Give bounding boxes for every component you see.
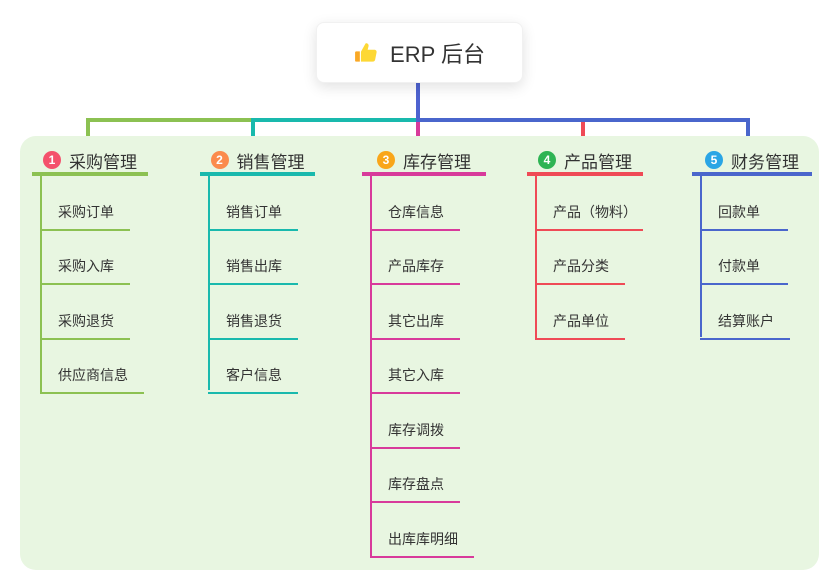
node-other-outbound[interactable]: 其它出库 [370, 311, 460, 340]
connector-drop-branch5 [746, 118, 750, 147]
node-item: 其它出库 [362, 285, 486, 340]
branch-product-title: 产品管理 [564, 152, 632, 172]
node-payment-order[interactable]: 付款单 [700, 256, 788, 285]
node-item: 结算账户 [692, 285, 812, 340]
connector-horizontal-branch5 [416, 118, 750, 122]
node-item: 采购退货 [32, 285, 148, 340]
node-stock-transfer[interactable]: 库存调拨 [370, 420, 460, 449]
node-sales-order[interactable]: 销售订单 [208, 202, 298, 231]
connector-horizontal-branch2 [251, 118, 420, 122]
branch-inventory-title: 库存管理 [403, 152, 471, 172]
connector-drop-branch4 [581, 122, 585, 147]
node-item: 其它入库 [362, 340, 486, 394]
node-item: 采购入库 [32, 231, 148, 285]
node-item: 供应商信息 [32, 340, 148, 394]
connector-root-drop [416, 83, 420, 122]
root-node-label: ERP 后台 [390, 41, 485, 67]
branch-product-header[interactable]: 4 产品管理 [527, 148, 643, 176]
branch-product: 4 产品管理 产品（物料） 产品分类 产品单位 [527, 148, 643, 340]
node-purchase-return[interactable]: 采购退货 [40, 311, 130, 340]
node-item: 产品分类 [527, 231, 643, 285]
branch-purchase-trunk-line [40, 176, 42, 392]
node-product-material[interactable]: 产品（物料） [535, 202, 643, 231]
branch-sales-title: 销售管理 [236, 152, 305, 172]
node-item: 回款单 [692, 176, 812, 231]
branch-purchase-title: 采购管理 [69, 152, 137, 172]
node-item: 产品库存 [362, 231, 486, 285]
connector-drop-branch2 [251, 118, 255, 147]
branch-sales-header[interactable]: 2 销售管理 [200, 148, 315, 176]
branch-sales: 2 销售管理 销售订单 销售出库 销售退货 客户信息 [200, 148, 315, 394]
node-sales-outbound[interactable]: 销售出库 [208, 256, 298, 285]
branches-background-panel [20, 136, 819, 570]
branch-finance-trunk-line [700, 176, 702, 337]
node-item: 销售订单 [200, 176, 315, 231]
node-item: 出库库明细 [362, 503, 486, 558]
branch-sales-trunk-line [208, 176, 210, 390]
node-other-inbound[interactable]: 其它入库 [370, 365, 460, 394]
connector-horizontal-branch1 [86, 118, 255, 122]
badge-3-icon: 3 [377, 151, 395, 169]
branch-sales-children: 销售订单 销售出库 销售退货 客户信息 [200, 176, 315, 394]
node-item: 库存盘点 [362, 449, 486, 503]
node-stock-count[interactable]: 库存盘点 [370, 474, 460, 503]
badge-5-icon: 5 [705, 151, 723, 169]
node-product-category[interactable]: 产品分类 [535, 256, 625, 285]
branch-purchase: 1 采购管理 采购订单 采购入库 采购退货 供应商信息 [32, 148, 148, 394]
branch-finance-title: 财务管理 [731, 152, 799, 172]
node-item: 库存调拨 [362, 394, 486, 449]
node-settlement-account[interactable]: 结算账户 [700, 311, 790, 340]
branch-product-children: 产品（物料） 产品分类 产品单位 [527, 176, 643, 340]
node-item: 仓库信息 [362, 176, 486, 231]
node-item: 产品单位 [527, 285, 643, 340]
node-product-stock[interactable]: 产品库存 [370, 256, 460, 285]
node-customer-info[interactable]: 客户信息 [208, 365, 298, 394]
node-item: 销售出库 [200, 231, 315, 285]
branch-inventory-header[interactable]: 3 库存管理 [362, 148, 486, 176]
node-item: 产品（物料） [527, 176, 643, 231]
badge-1-icon: 1 [43, 151, 61, 169]
node-item: 客户信息 [200, 340, 315, 394]
badge-4-icon: 4 [538, 151, 556, 169]
node-item: 采购订单 [32, 176, 148, 231]
branch-finance-children: 回款单 付款单 结算账户 [692, 176, 812, 340]
connector-drop-branch1 [86, 118, 90, 147]
node-warehouse-info[interactable]: 仓库信息 [370, 202, 460, 231]
node-purchase-order[interactable]: 采购订单 [40, 202, 130, 231]
thumbs-up-icon [355, 42, 377, 62]
root-node[interactable]: ERP 后台 [316, 22, 523, 83]
branch-inventory: 3 库存管理 仓库信息 产品库存 其它出库 其它入库 库存调拨 库存盘点 出库库… [362, 148, 486, 558]
node-sales-return[interactable]: 销售退货 [208, 311, 298, 340]
badge-2-icon: 2 [210, 151, 229, 169]
branch-inventory-trunk-line [370, 176, 372, 557]
node-purchase-inbound[interactable]: 采购入库 [40, 256, 130, 285]
node-supplier-info[interactable]: 供应商信息 [40, 365, 144, 394]
node-item: 付款单 [692, 231, 812, 285]
branch-product-trunk-line [535, 176, 537, 340]
node-item: 销售退货 [200, 285, 315, 340]
connector-drop-branch3 [416, 122, 420, 147]
branch-inventory-children: 仓库信息 产品库存 其它出库 其它入库 库存调拨 库存盘点 出库库明细 [362, 176, 486, 558]
node-outbound-detail[interactable]: 出库库明细 [370, 529, 474, 558]
node-receipt-order[interactable]: 回款单 [700, 202, 788, 231]
branch-purchase-header[interactable]: 1 采购管理 [32, 148, 148, 176]
node-product-unit[interactable]: 产品单位 [535, 311, 625, 340]
branch-finance-header[interactable]: 5 财务管理 [692, 148, 812, 176]
branch-finance: 5 财务管理 回款单 付款单 结算账户 [692, 148, 812, 340]
branch-purchase-children: 采购订单 采购入库 采购退货 供应商信息 [32, 176, 148, 394]
